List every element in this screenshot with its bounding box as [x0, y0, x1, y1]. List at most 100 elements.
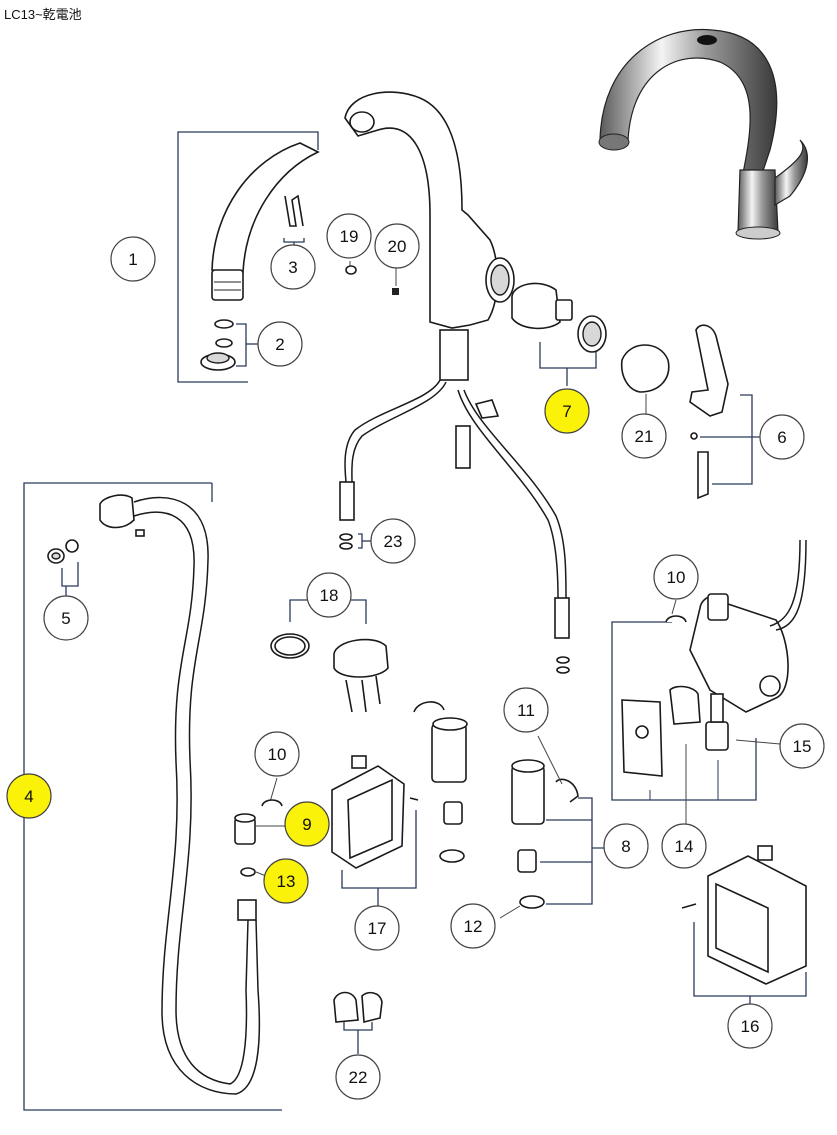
callout-c21: 21 [621, 413, 667, 459]
callout-label: 17 [368, 919, 387, 938]
callout-circle [257, 321, 303, 367]
faucet-product-photo [598, 28, 808, 240]
callout-c17: 17 [354, 905, 400, 951]
part-spout [211, 142, 320, 301]
callout-circle [354, 905, 400, 951]
part-nut [392, 288, 399, 295]
callout-c1: 1 [110, 236, 156, 282]
callout-circle [621, 413, 667, 459]
part-controller-box [331, 755, 419, 869]
callout-circle [779, 723, 825, 769]
callout-c4: 4 [6, 773, 52, 819]
callout-label: 8 [621, 837, 630, 856]
part-cartridge [511, 282, 607, 353]
part-faucet-body [344, 91, 515, 381]
callout-circle [43, 595, 89, 641]
part-rings [200, 319, 236, 371]
callout-c20: 20 [374, 223, 420, 269]
callout-label: 15 [793, 737, 812, 756]
callout-label: 21 [635, 427, 654, 446]
callout-circle [254, 731, 300, 777]
callout-label: 10 [667, 568, 686, 587]
callout-c13: 13 [263, 858, 309, 904]
part-hoses-upper [339, 379, 570, 639]
callout-circle [661, 823, 707, 869]
part-connector-9 [234, 813, 256, 845]
callout-label: 14 [675, 837, 694, 856]
callout-label: 11 [517, 701, 535, 720]
callout-circle [370, 518, 416, 564]
callout-label: 22 [349, 1068, 368, 1087]
callout-c5: 5 [43, 595, 89, 641]
callout-label: 5 [61, 609, 70, 628]
callout-label: 19 [340, 227, 359, 246]
callout-c12: 12 [450, 903, 496, 949]
callout-c19: 19 [326, 213, 372, 259]
callout-c8: 8 [603, 823, 649, 869]
callout-circle [759, 414, 805, 460]
part-oring-13 [240, 867, 256, 877]
part-lever [689, 324, 729, 500]
callout-circle [110, 236, 156, 282]
callout-label: 18 [320, 586, 339, 605]
callout-circle [603, 823, 649, 869]
callout-circle [263, 858, 309, 904]
callout-circle [284, 801, 330, 847]
callout-c3: 3 [270, 244, 316, 290]
callout-label: 4 [24, 787, 33, 806]
bracket-4 [23, 482, 282, 1111]
callout-circle [6, 773, 52, 819]
callout-label: 16 [741, 1017, 760, 1036]
part-plug [345, 265, 357, 275]
callout-circle [727, 1003, 773, 1049]
part-battery-box [681, 845, 807, 985]
callout-c2: 2 [257, 321, 303, 367]
callout-c6: 6 [759, 414, 805, 460]
callout-c9: 9 [284, 801, 330, 847]
callout-c14: 14 [661, 823, 707, 869]
part-cap [620, 344, 670, 393]
part-pullout-hose [99, 494, 261, 1095]
callout-c23: 23 [370, 518, 416, 564]
part-battery-holder [270, 633, 389, 713]
callout-label: 7 [562, 402, 571, 421]
callout-label: 9 [302, 815, 311, 834]
callout-c10b: 10 [653, 554, 699, 600]
callout-circle [270, 244, 316, 290]
callout-c10a: 10 [254, 731, 300, 777]
callout-c7: 7 [544, 388, 590, 434]
callout-c15: 15 [779, 723, 825, 769]
part-solenoid-valve [621, 539, 807, 777]
callout-c11: 11 [503, 687, 549, 733]
callout-circle [450, 903, 496, 949]
part-valve-assembly [413, 701, 579, 909]
callout-c16: 16 [727, 1003, 773, 1049]
callout-circle [544, 388, 590, 434]
callout-circle [374, 223, 420, 269]
callout-circle [503, 687, 549, 733]
callout-label: 12 [464, 917, 483, 936]
callout-label: 1 [128, 250, 137, 269]
part-washers-23 [339, 533, 570, 674]
callout-circle [335, 1054, 381, 1100]
callout-label: 6 [777, 428, 786, 447]
callout-c18: 18 [306, 572, 352, 618]
callout-label: 13 [277, 872, 296, 891]
callout-c22: 22 [335, 1054, 381, 1100]
callout-label: 20 [388, 237, 407, 256]
callout-label: 10 [268, 745, 287, 764]
callout-label: 2 [275, 335, 284, 354]
callout-label: 3 [288, 258, 297, 277]
page-title: LC13~乾電池 [4, 7, 82, 22]
callout-circle [326, 213, 372, 259]
part-clip [284, 194, 304, 227]
part-connector-22 [333, 991, 383, 1024]
callout-circle [306, 572, 352, 618]
part-fitting-5 [47, 539, 79, 564]
part-clip-10a [261, 799, 283, 807]
bracket-1 [177, 131, 319, 383]
callout-circle [653, 554, 699, 600]
callout-label: 23 [384, 532, 403, 551]
